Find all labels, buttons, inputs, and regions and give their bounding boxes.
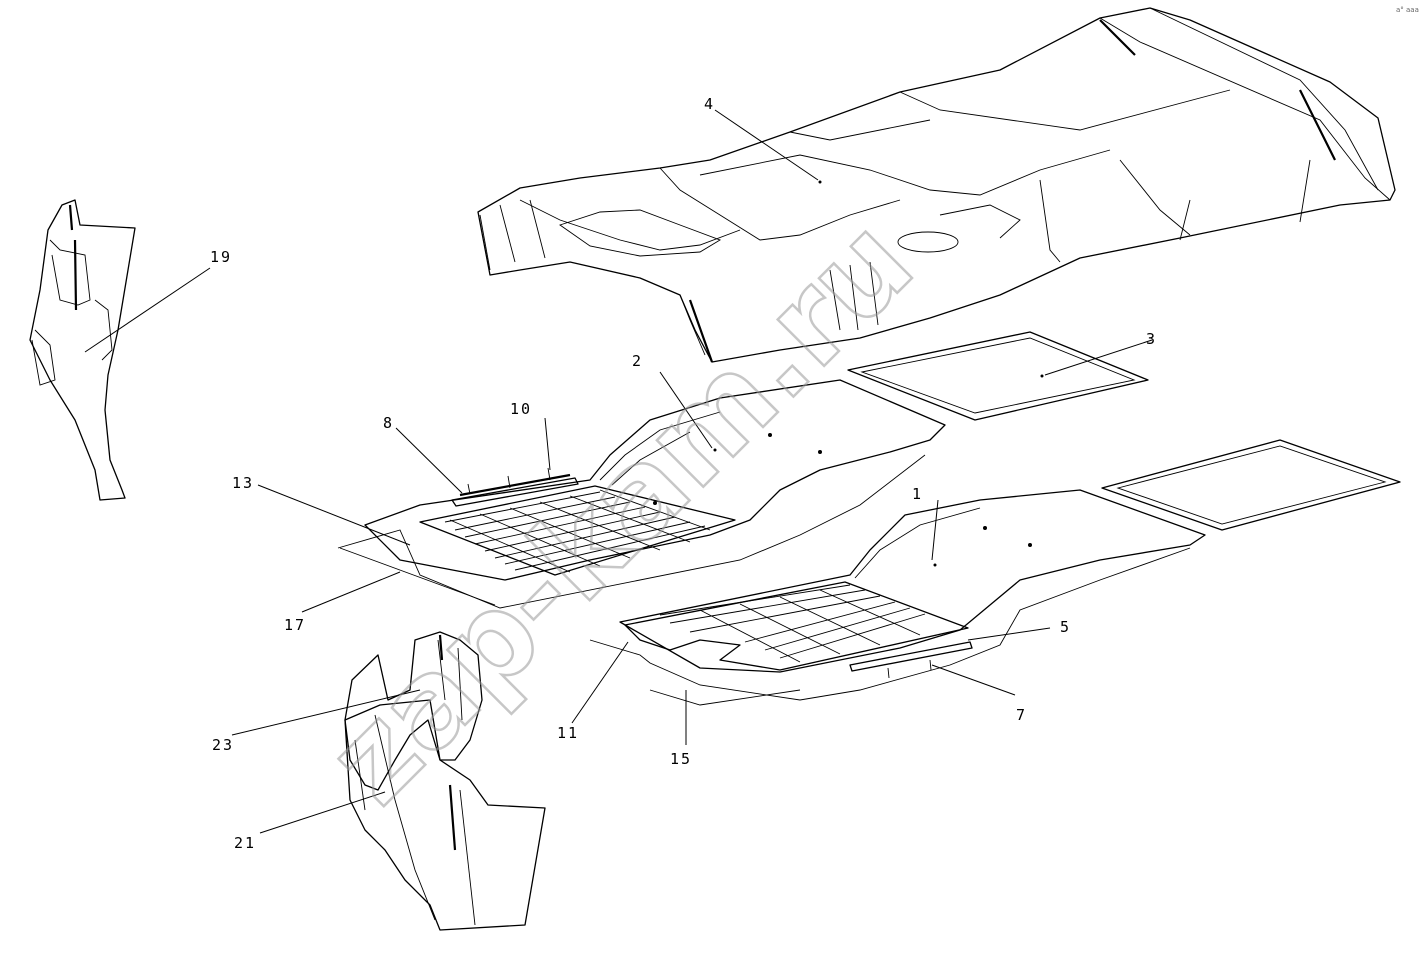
part-7-sill-strip: [849, 641, 973, 679]
callout-7: 7: [1016, 706, 1027, 724]
callout-1: 1: [912, 485, 923, 503]
callout-3: 3: [1146, 330, 1157, 348]
callout-8: 8: [383, 414, 394, 432]
callout-4: 4: [704, 95, 715, 113]
callout-2: 2: [632, 352, 643, 370]
leader-lines: [84, 109, 1153, 834]
callout-13: 13: [232, 474, 254, 492]
callout-15: 15: [670, 750, 692, 768]
callout-5: 5: [1060, 618, 1071, 636]
part-4-floor-tunnel-panel: [477, 7, 1396, 363]
part-1-floor-mat-lower: [589, 489, 1206, 706]
callout-11: 11: [557, 724, 579, 742]
callout-17: 17: [284, 616, 306, 634]
part-13-ribbed-mat: [419, 485, 736, 576]
part-19-left-trim-panel: [29, 199, 136, 501]
part-21-front-trim-panel: [344, 699, 546, 931]
part-11-ribbed-insert: [624, 581, 969, 671]
callout-10: 10: [510, 400, 532, 418]
rear-mat-lower: [1101, 439, 1401, 531]
part-2-floor-mat-upper: [337, 379, 946, 609]
callout-labels: 1 2 3 4 5 7 8 10 11 13 15 17 19 21 23: [210, 95, 1157, 852]
part-8-sill-strip: [451, 467, 579, 507]
corner-mark: a° aaa: [1396, 6, 1419, 14]
callout-19: 19: [210, 248, 232, 266]
watermark-text: zap-kam.ru: [302, 193, 939, 830]
part-23-front-trim-panel: [344, 631, 483, 791]
callout-21: 21: [234, 834, 256, 852]
part-3-rear-mat: [847, 331, 1149, 421]
callout-23: 23: [212, 736, 234, 754]
